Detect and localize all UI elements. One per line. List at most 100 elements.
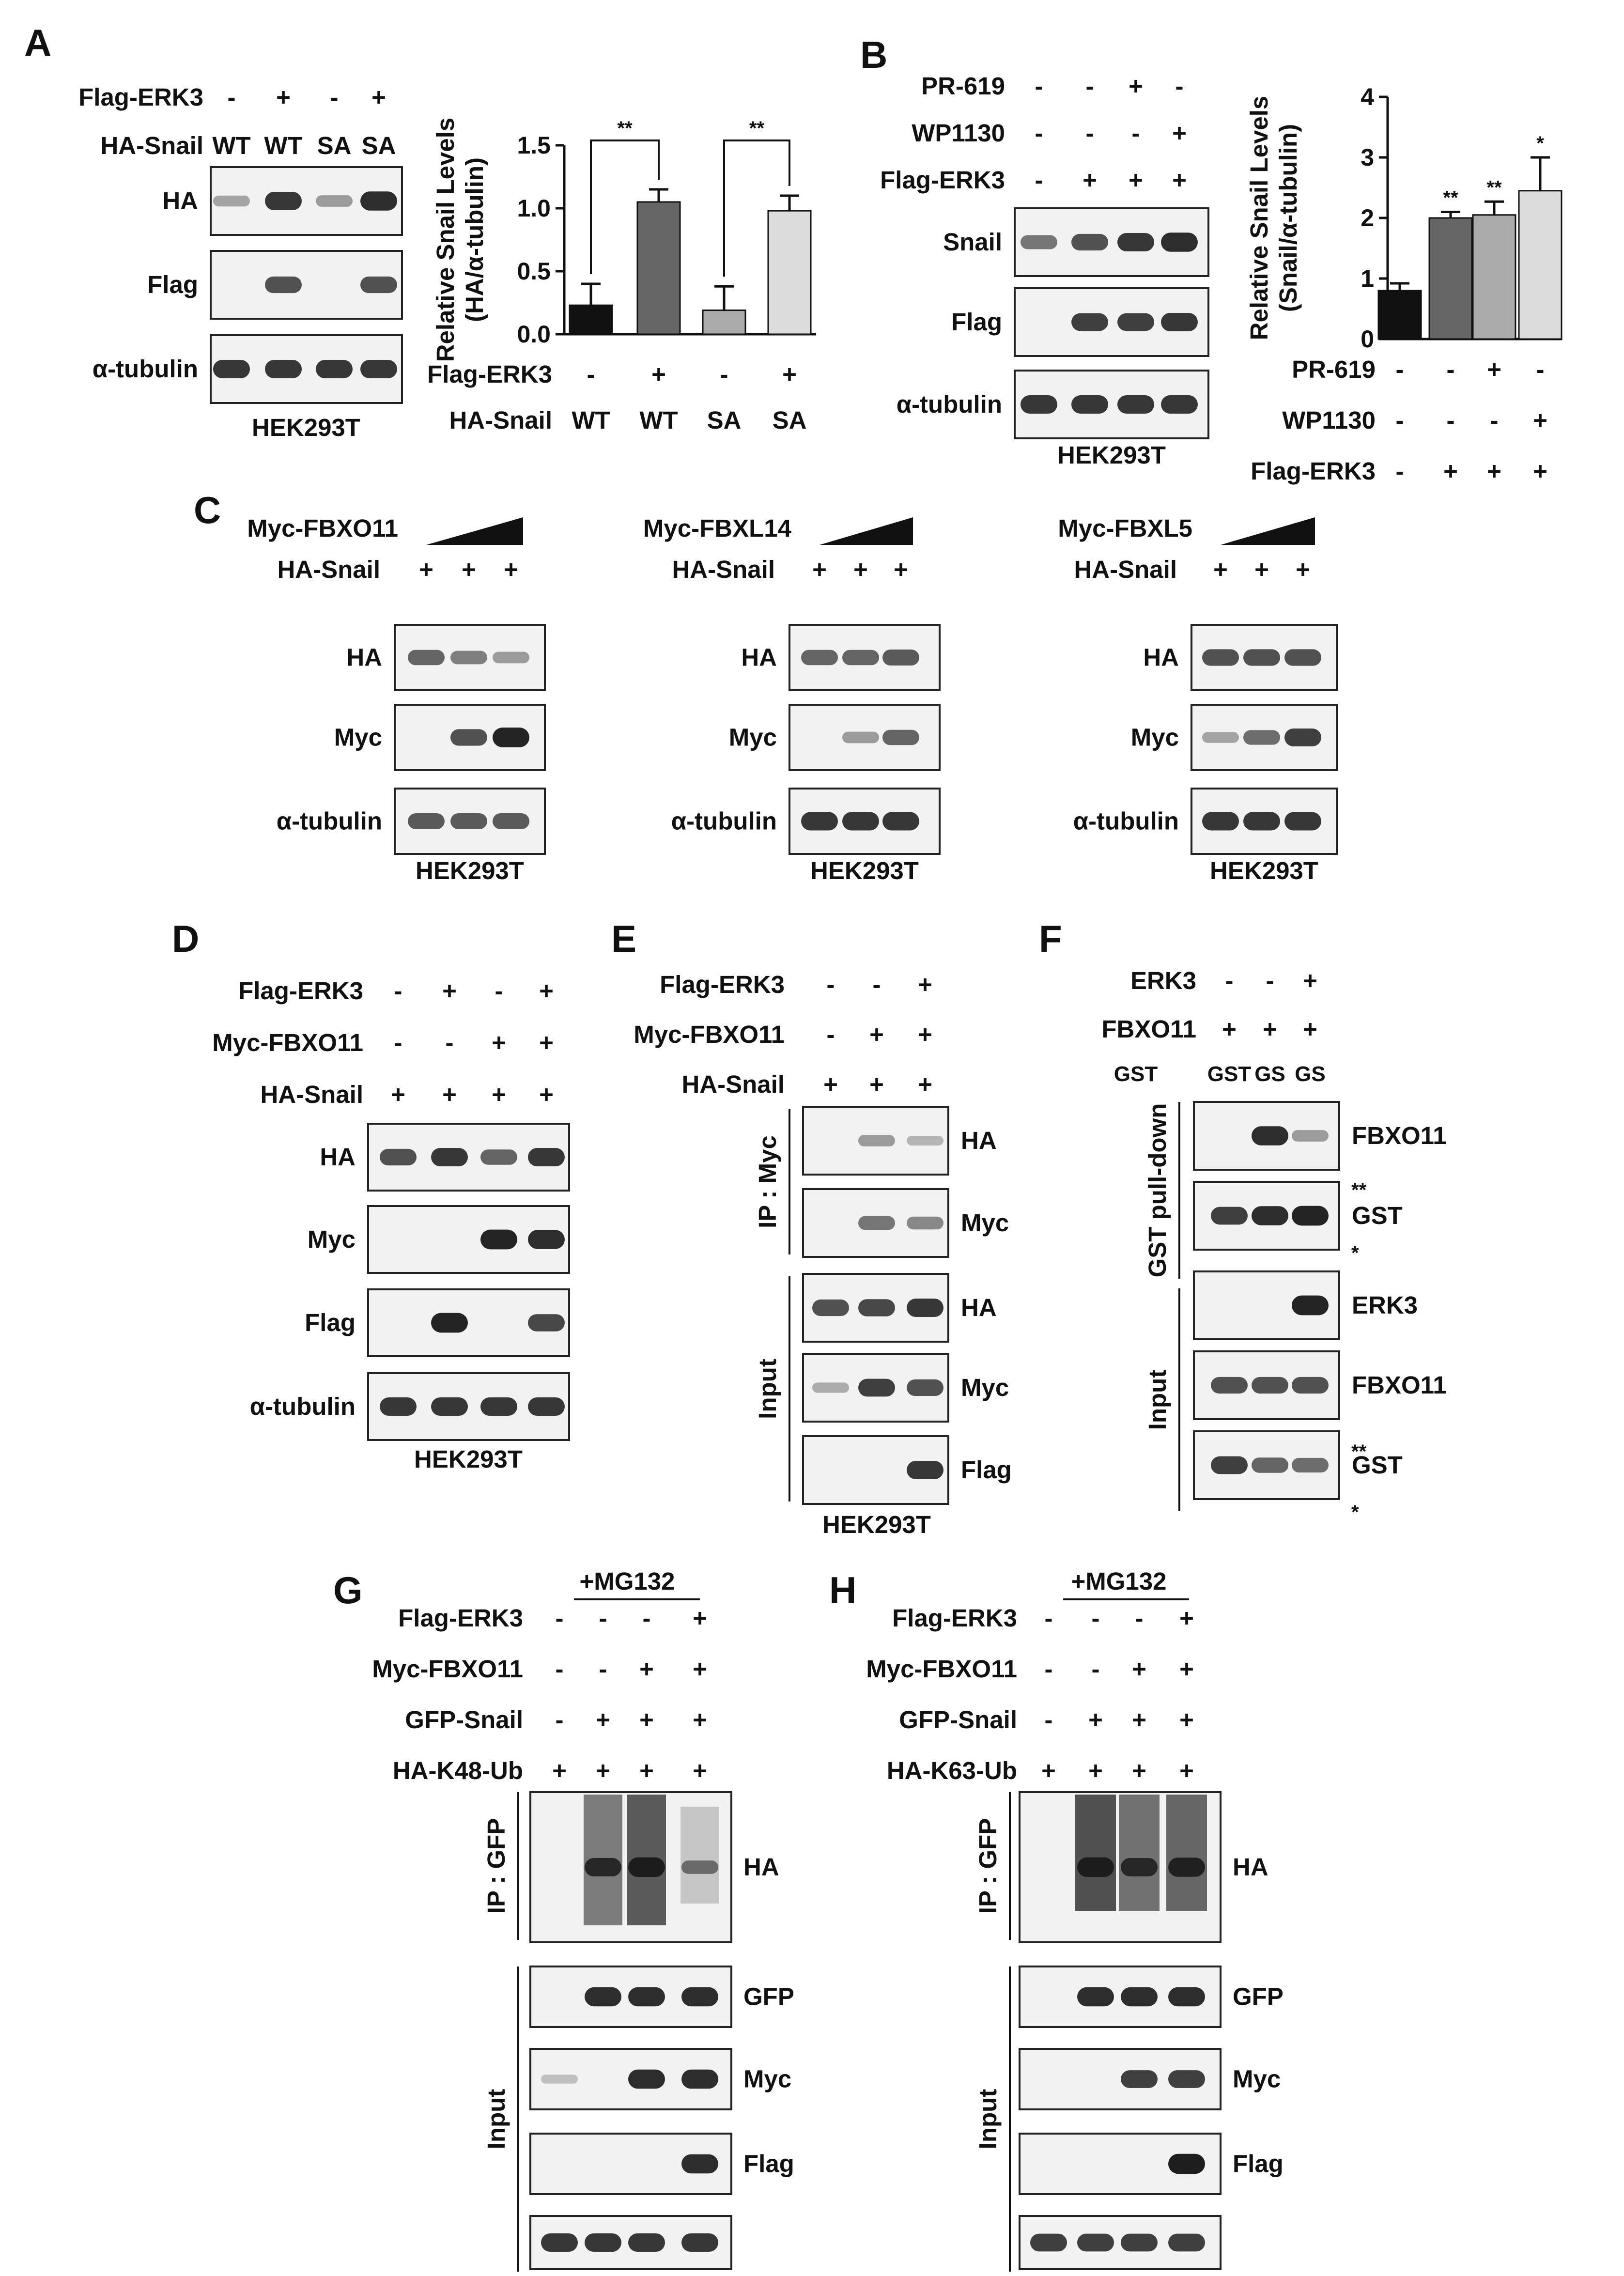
treatment-value: WT (212, 132, 250, 159)
blot-band (801, 812, 838, 831)
treatment-label: HA-Snail (672, 556, 775, 583)
blot-band (628, 1987, 665, 2007)
treatment-value: - (228, 83, 236, 111)
treatment-value: + (894, 556, 908, 583)
blot-band (1292, 1130, 1329, 1142)
blot-band (907, 1298, 943, 1317)
treatment-value: + (1263, 1015, 1277, 1043)
treatment-value: + (1303, 967, 1317, 994)
treatment-value: + (1132, 1757, 1146, 1784)
blot-band (1077, 1987, 1114, 2007)
x-row-label: Flag-ERK3 (1251, 457, 1376, 485)
treatment-value: WT (264, 132, 302, 159)
blot-band (1168, 2153, 1205, 2174)
treatment-value: - (1092, 1604, 1100, 1632)
blot-band (907, 1379, 943, 1396)
treatment-value: + (492, 1081, 506, 1108)
treatment-value: + (419, 556, 433, 583)
treatment-label: WP1130 (912, 119, 1005, 147)
marker-double-star: ** (1351, 1441, 1367, 1462)
treatment-value: SA (317, 132, 352, 159)
y-axis-label-line: (HA/α-tubulin) (461, 157, 488, 322)
y-tick-label: 0.5 (517, 258, 551, 285)
significance-star: * (1536, 133, 1544, 154)
blot-band (408, 813, 445, 829)
treatment-value: + (492, 1029, 506, 1056)
treatment-value: - (495, 977, 503, 1005)
bar-chart-a: 0.00.51.01.5****Relative Snail Levels(HA… (427, 118, 816, 434)
blot-band (493, 813, 529, 829)
mg132-label: +MG132 (579, 1567, 675, 1595)
treatment-value: + (462, 556, 476, 583)
ubiquitin-smear (1119, 1795, 1160, 1911)
treatment-label: ERK3 (1130, 967, 1196, 994)
blot-band (380, 1397, 417, 1416)
treatment-value: + (1132, 1706, 1146, 1734)
blot-membrane (802, 1106, 949, 1176)
blot-label: GST (1352, 1202, 1403, 1229)
x-row-label: WP1130 (1282, 406, 1376, 434)
blot-label: Flag (305, 1309, 356, 1336)
blot-band (681, 2154, 718, 2174)
treatment-value: - (1266, 967, 1274, 994)
treatment-value: + (1129, 166, 1143, 194)
mg132-label: +MG132 (1071, 1567, 1166, 1595)
treatment-value: - (1035, 72, 1043, 100)
treatment-value: - (446, 1029, 454, 1056)
treatment-value: + (391, 1081, 405, 1108)
treatment-label: GFP-Snail (405, 1706, 523, 1734)
blot-label: Myc (961, 1209, 1009, 1237)
treatment-value: - (827, 1021, 835, 1048)
y-axis-label: Relative Snail Levels(HA/α-tubulin) (432, 118, 488, 362)
treatment-value: - (1045, 1655, 1053, 1683)
gst-row-value: GST (1207, 1062, 1252, 1086)
x-row-label: PR-619 (1292, 356, 1376, 383)
significance-star: ** (1486, 177, 1502, 198)
blot-band (1077, 2233, 1114, 2252)
blot-band (1252, 1126, 1288, 1146)
blot-band (882, 812, 919, 831)
treatment-value: + (1172, 119, 1187, 147)
cell-line-label: HEK293T (416, 857, 524, 884)
treatment-value: - (330, 83, 339, 111)
blot-label: GFP (743, 1983, 794, 2011)
blot-band (541, 2233, 578, 2252)
blot-label: GFP (1233, 1983, 1284, 2011)
x-row-value: - (1396, 457, 1404, 485)
blot-band (360, 359, 397, 379)
blot-label: HA (162, 187, 198, 215)
treatment-value: + (276, 83, 291, 111)
blot-label: Myc (1233, 2065, 1281, 2093)
treatment-value: + (1041, 1757, 1056, 1784)
blot-band (1021, 395, 1057, 414)
treatment-label: Flag-ERK3 (78, 83, 203, 111)
titration-wedge (426, 517, 523, 545)
treatment-value: - (394, 977, 402, 1005)
blot-band (681, 2233, 718, 2252)
cell-line-label: HEK293T (414, 1445, 523, 1473)
panel-label-b: B (860, 33, 887, 76)
gst-row-value: GS (1254, 1062, 1285, 1086)
x-row-value: - (1396, 406, 1404, 434)
treatment-value: - (1086, 72, 1094, 100)
treatment-value: + (1254, 556, 1269, 583)
input-label: Input (482, 2089, 510, 2150)
treatment-value: + (639, 1706, 654, 1734)
y-tick-label: 4 (1361, 83, 1374, 110)
blot-band (1168, 1987, 1205, 2007)
blot-band (907, 1216, 943, 1230)
treatment-value: - (1175, 72, 1184, 100)
y-axis-label: Relative Snail Levels(Snail/α-tubulin) (1245, 96, 1302, 341)
blot-band (431, 1397, 468, 1416)
treatment-value: - (1045, 1706, 1053, 1734)
treatment-value: + (596, 1757, 610, 1784)
blot-label: α-tubulin (93, 355, 198, 383)
blot-band (450, 813, 487, 829)
treatment-value: + (639, 1757, 654, 1784)
treatment-value: + (693, 1604, 707, 1632)
blot-band (842, 650, 879, 666)
blot-band (1252, 1377, 1288, 1394)
blot-band (1252, 1206, 1288, 1225)
ubiquitin-smear (1075, 1795, 1116, 1911)
treatment-value: + (1296, 556, 1310, 583)
